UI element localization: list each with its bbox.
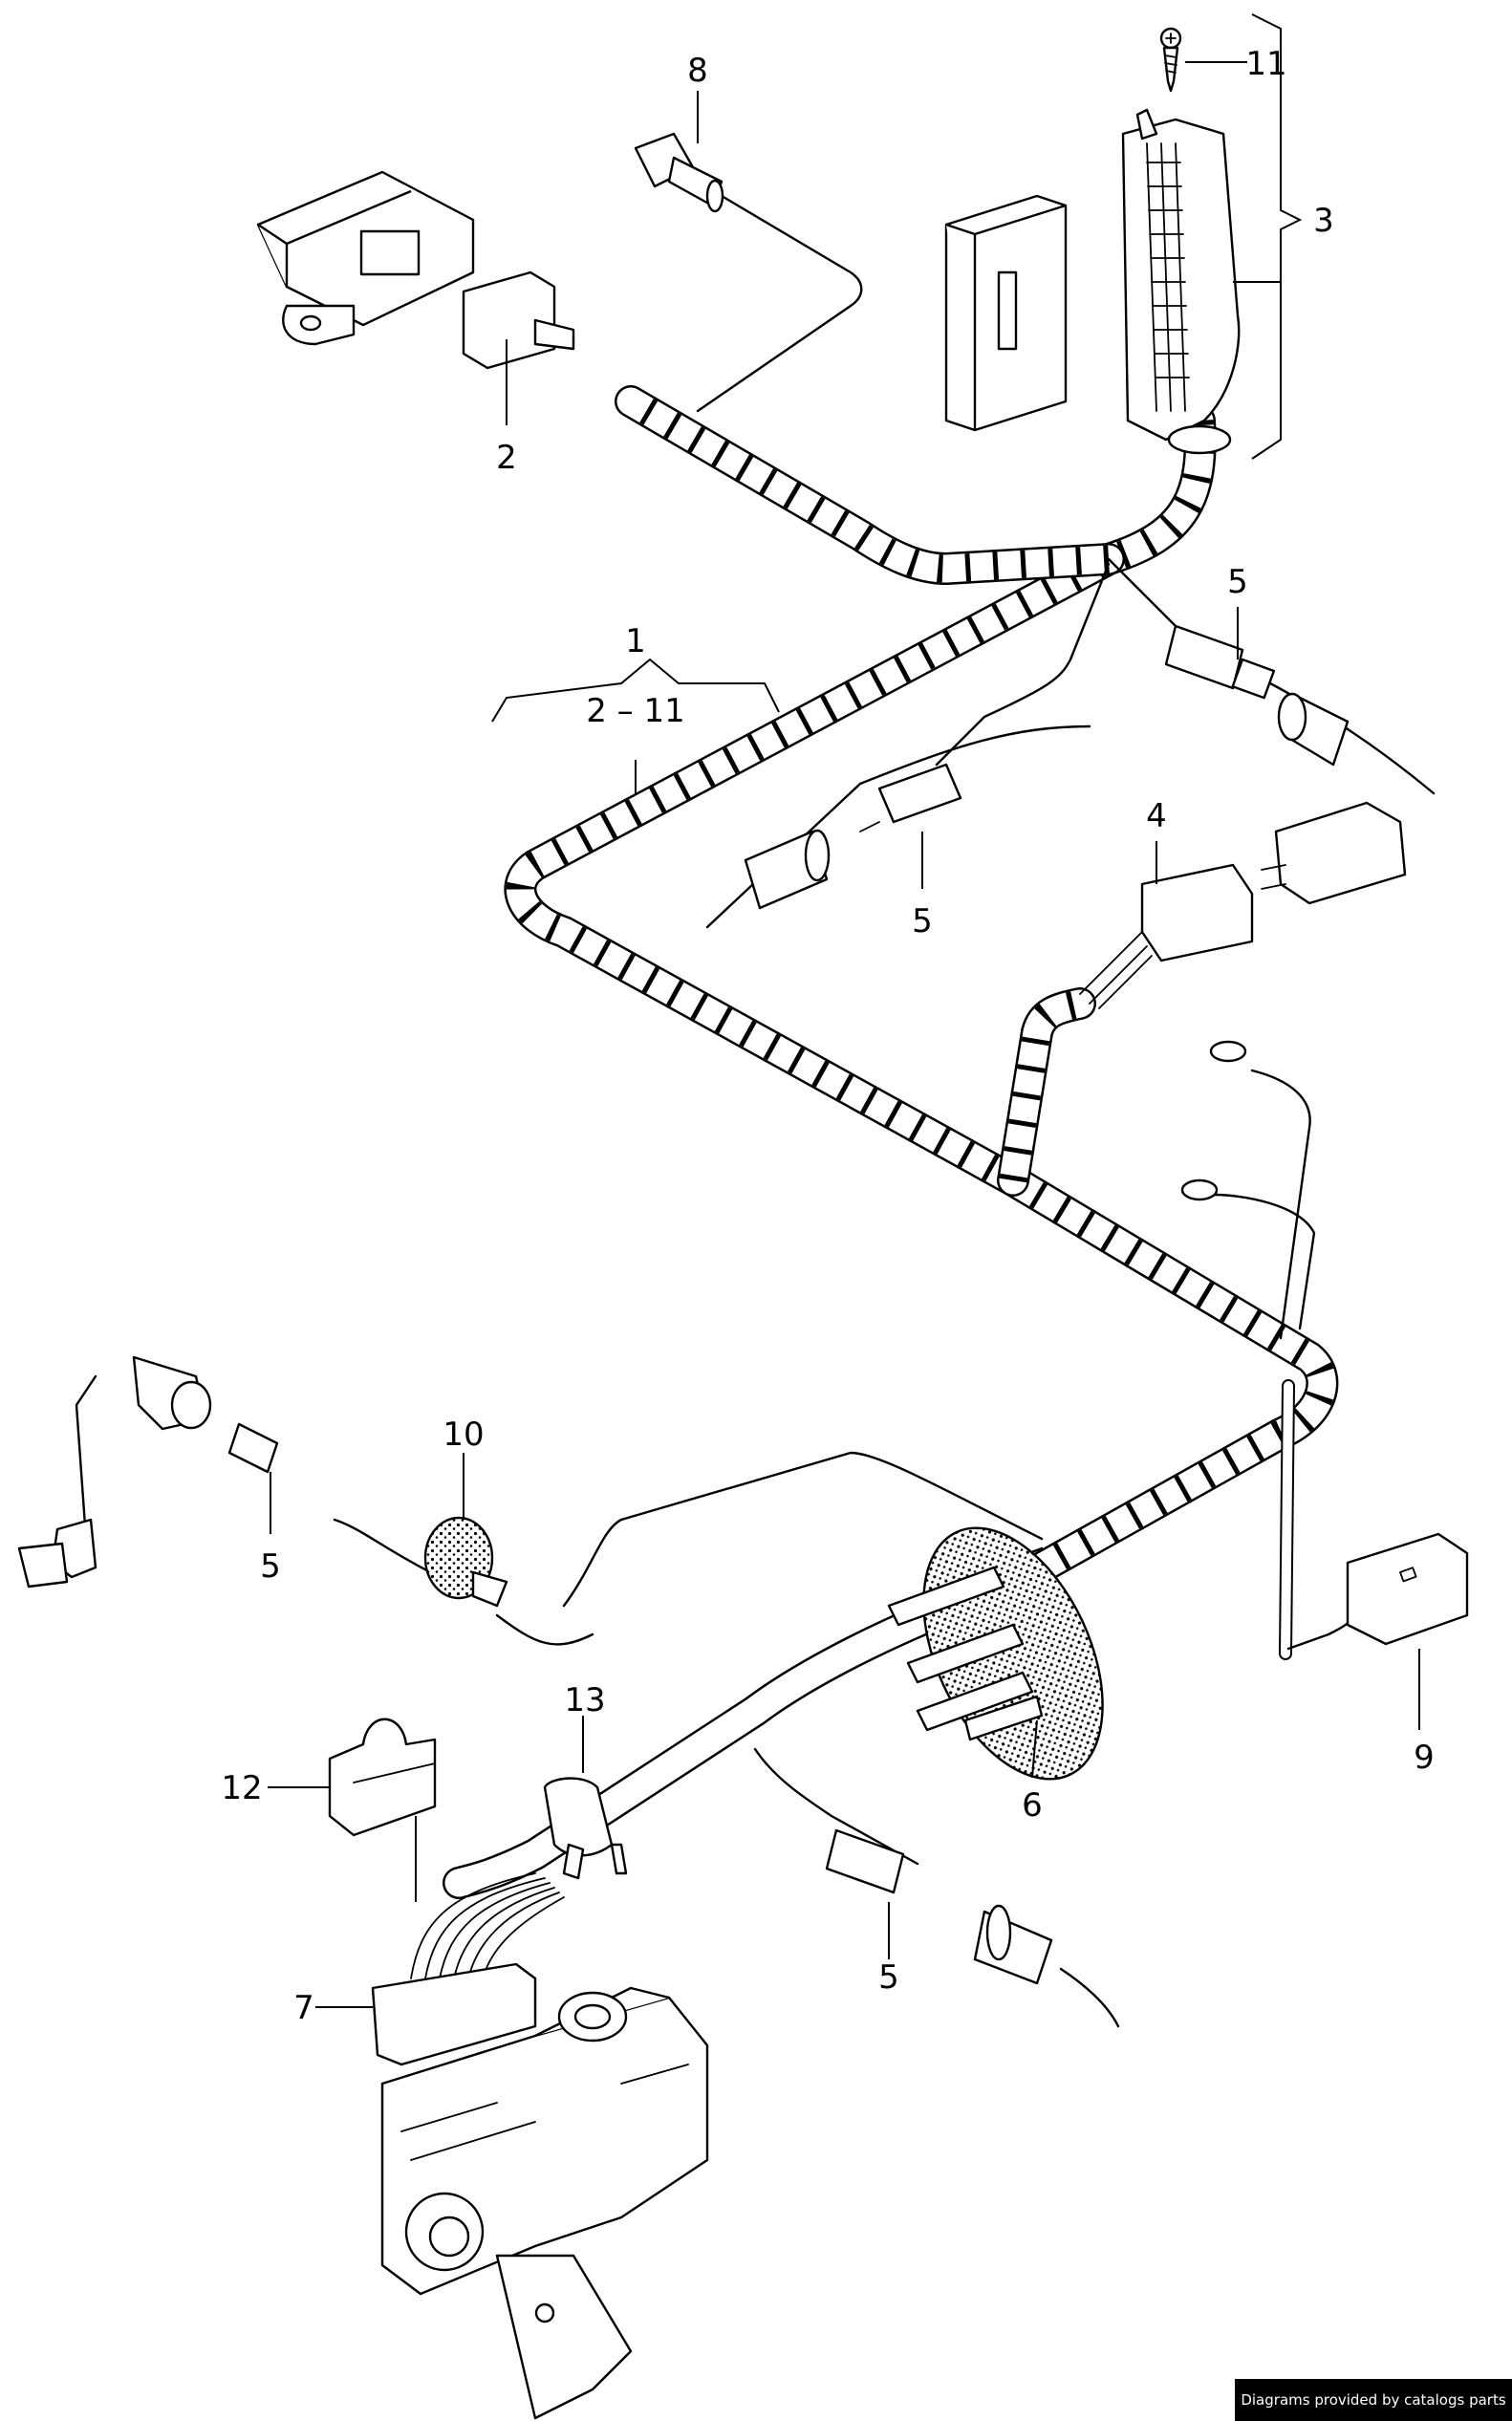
callout-8: 8 [687,52,708,90]
callout-5-left: 5 [260,1547,281,1586]
callout-2-11: 2 – 11 [586,692,685,730]
sensor-5-upper-right [1164,624,1350,767]
callout-1: 1 [625,622,646,660]
callout-2: 2 [496,439,517,477]
callout-7: 7 [293,1989,314,2027]
callout-11: 11 [1245,45,1286,83]
main-wiring-harness [504,385,1339,1660]
callout-12: 12 [221,1769,262,1807]
callout-5-lower: 5 [878,1958,899,1997]
callout-5-middle: 5 [912,902,933,940]
sensor-5-middle [744,763,962,910]
callout-9: 9 [1414,1739,1435,1777]
connector-7-icon [371,1872,565,2066]
callout-3: 3 [1313,202,1334,240]
grommet-10-icon [423,1516,508,1608]
clip-13-icon [543,1777,628,1880]
grommet-plate-6-icon [887,1526,1104,1781]
connector-9-icon [1346,1532,1469,1646]
sensor-module [256,170,575,370]
hydraulic-unit-icon [380,1986,709,2420]
lower-cable [443,1589,972,1899]
callout-10: 10 [443,1416,484,1454]
callout-labels: 1 2 – 11 2 3 4 5 5 5 5 6 7 8 9 10 11 12 … [221,45,1434,2027]
cover-12-icon [328,1718,437,1837]
screw-icon [1159,27,1182,93]
callout-4: 4 [1146,797,1167,835]
sensor-5-lower [825,1828,1053,1985]
callout-5-upper: 5 [1227,563,1248,601]
sensor-5-left [17,1355,279,1589]
sensor-8-icon [634,132,724,213]
callout-leaders [268,13,1420,2008]
footer-badge: Diagrams provided by catalogs parts [1235,2379,1512,2421]
control-unit [944,108,1241,455]
relay-4-icon [1079,801,1407,1009]
callout-6: 6 [1022,1786,1043,1825]
callout-13: 13 [564,1681,605,1719]
ground-eyelet-icon [1180,1040,1247,1201]
